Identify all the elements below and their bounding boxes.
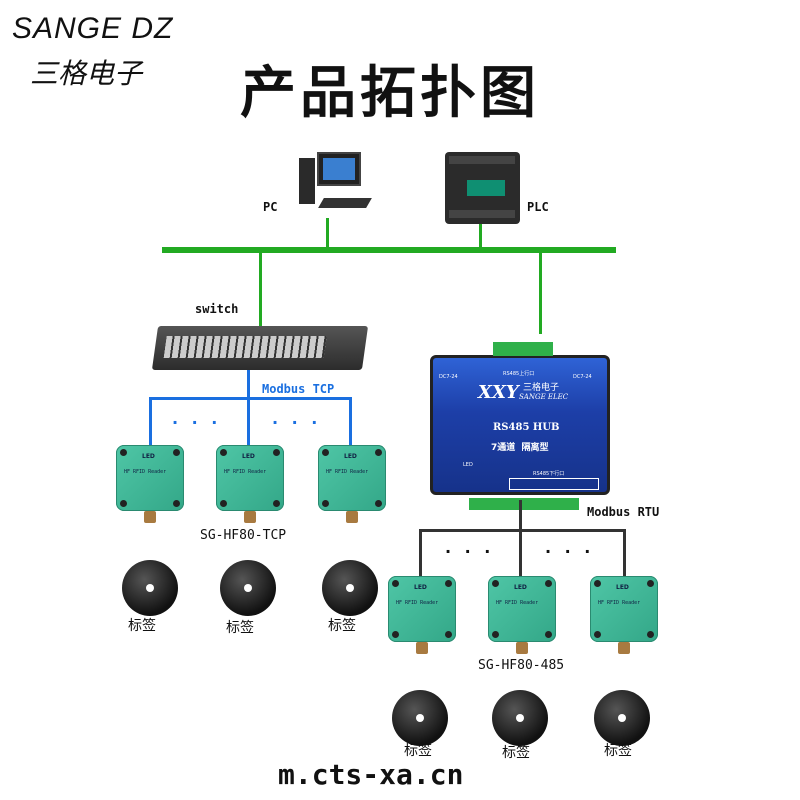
rfid-tag xyxy=(492,690,548,746)
tag-label: 标签 xyxy=(604,743,632,759)
modbus-rtu-label: Modbus RTU xyxy=(587,505,660,519)
brand-name-en: SANGE DZ xyxy=(12,12,174,45)
reader-led-label: LED xyxy=(514,584,527,591)
hub-dc-label: DC7-24 xyxy=(573,374,592,380)
reader-label: HF RFID Reader xyxy=(496,600,539,606)
tag-label: 标签 xyxy=(404,743,432,759)
rtu-drop xyxy=(623,529,626,577)
reader-led-label: LED xyxy=(344,453,357,460)
hub-brand-cn: 三格电子 xyxy=(523,383,560,393)
rfid-reader-tcp: LED HF RFID Reader xyxy=(216,445,284,523)
rtu-model-label: SG-HF80-485 xyxy=(478,658,565,673)
network-switch xyxy=(151,326,369,370)
ellipsis: · · · xyxy=(172,413,222,432)
switch-label: switch xyxy=(195,302,239,316)
tag-label: 标签 xyxy=(328,618,356,634)
footer-url: m.cts-xa.cn xyxy=(278,758,464,791)
rfid-tag xyxy=(122,560,178,616)
rtu-drop xyxy=(519,529,522,577)
hub-logo: XXY xyxy=(478,382,519,403)
page-title: 产品拓扑图 xyxy=(240,61,540,126)
modbus-tcp-label: Modbus TCP xyxy=(262,382,335,396)
plc-label: PLC xyxy=(527,200,549,214)
rfid-tag xyxy=(220,560,276,616)
hub-brand-en: SANGE ELEC xyxy=(519,393,569,401)
rfid-reader-485: LED HF RFID Reader xyxy=(388,576,456,654)
rtu-drop xyxy=(419,529,422,577)
reader-led-label: LED xyxy=(616,584,629,591)
ellipsis: · · · xyxy=(445,542,495,561)
tag-label: 标签 xyxy=(226,620,254,636)
reader-label: HF RFID Reader xyxy=(124,469,167,475)
tag-label: 标签 xyxy=(128,618,156,634)
hub-dc-label: DC7-24 xyxy=(439,374,458,380)
tcp-trunk xyxy=(247,370,250,399)
ethernet-bus xyxy=(162,247,616,253)
rfid-reader-485: LED HF RFID Reader xyxy=(590,576,658,654)
hub-model: RS485 HUB xyxy=(493,422,560,433)
pc-icon xyxy=(295,150,373,218)
ellipsis: · · · xyxy=(545,542,595,561)
reader-led-label: LED xyxy=(142,453,155,460)
uplink-terminal xyxy=(493,342,553,356)
plc-icon xyxy=(445,152,520,224)
hub-downlink-label: RS485下行口 xyxy=(533,471,565,477)
tcp-bus xyxy=(150,397,351,400)
rfid-reader-485: LED HF RFID Reader xyxy=(488,576,556,654)
pc-label: PC xyxy=(263,200,278,214)
tcp-drop xyxy=(149,397,152,447)
ellipsis: · · · xyxy=(272,413,322,432)
downlink-terminal xyxy=(469,498,579,510)
rtu-bus xyxy=(420,529,626,532)
rtu-trunk xyxy=(519,500,522,531)
tag-label: 标签 xyxy=(502,745,530,761)
tcp-drop xyxy=(349,397,352,447)
reader-label: HF RFID Reader xyxy=(326,469,369,475)
pc-link xyxy=(326,218,329,248)
plc-link xyxy=(479,224,482,248)
reader-label: HF RFID Reader xyxy=(396,600,439,606)
hub-uplink-label: RS485上行口 xyxy=(503,371,535,377)
hub-subtitle: 7通道 隔离型 xyxy=(491,443,549,453)
brand-name-cn: 三格电子 xyxy=(30,57,143,90)
hub-link xyxy=(539,252,542,334)
switch-link xyxy=(259,252,262,326)
rfid-tag xyxy=(392,690,448,746)
hub-led-label: LED xyxy=(463,462,473,468)
rfid-tag xyxy=(322,560,378,616)
tcp-drop xyxy=(247,397,250,447)
tcp-model-label: SG-HF80-TCP xyxy=(200,528,287,543)
rfid-tag xyxy=(594,690,650,746)
rfid-reader-tcp: LED HF RFID Reader xyxy=(116,445,184,523)
rfid-reader-tcp: LED HF RFID Reader xyxy=(318,445,386,523)
reader-led-label: LED xyxy=(414,584,427,591)
reader-led-label: LED xyxy=(242,453,255,460)
rs485-hub: DC7-24 DC7-24 RS485上行口 XXY 三格电子 SANGE EL… xyxy=(430,342,610,510)
reader-label: HF RFID Reader xyxy=(224,469,267,475)
reader-label: HF RFID Reader xyxy=(598,600,641,606)
